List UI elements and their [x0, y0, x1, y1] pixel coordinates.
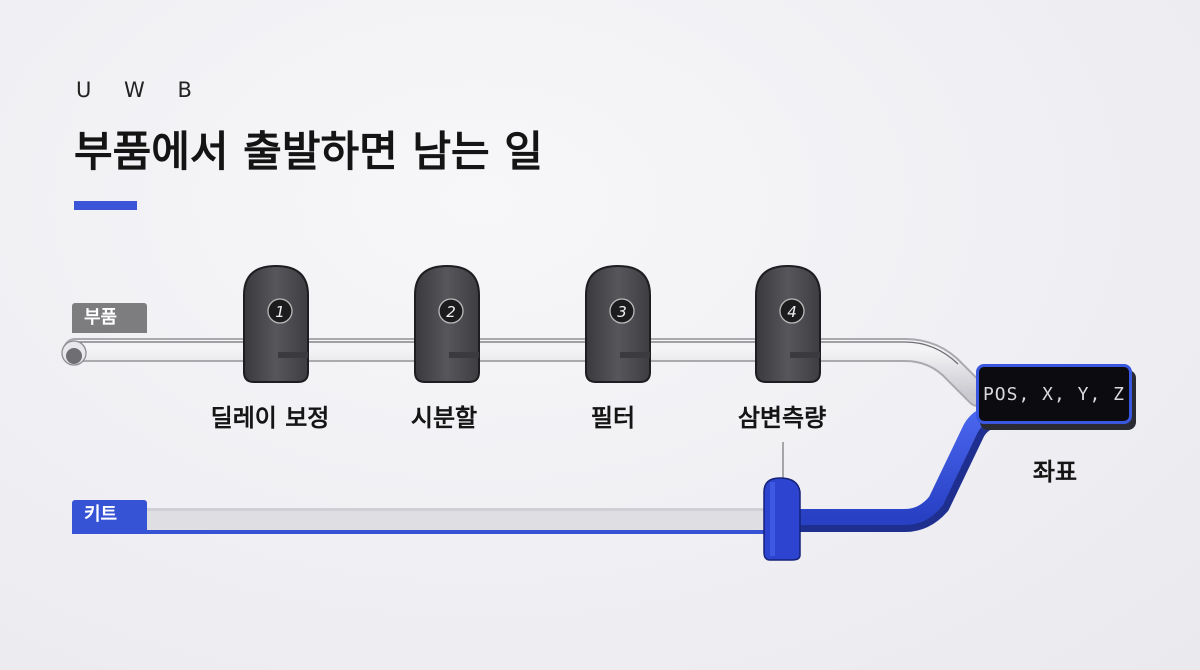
parts-track [61, 338, 990, 407]
step-number: 1 [275, 303, 285, 321]
eyebrow: U W B [76, 78, 205, 102]
kit-track-label: 키트 [72, 500, 147, 530]
parts-track-label: 부품 [72, 303, 147, 333]
gate-4: 4 [755, 264, 821, 383]
title-accent-bar [74, 201, 137, 210]
step-number: 3 [617, 303, 627, 321]
step-label-time-division: 시분할 [410, 404, 478, 432]
gate-1: 1 [243, 264, 309, 383]
output-value: POS, X, Y, Z [982, 383, 1126, 405]
step-number: 4 [787, 303, 797, 321]
page-title: 부품에서 출발하면 남는 일 [74, 127, 543, 176]
step-number: 2 [446, 303, 456, 321]
step-label-delay-calibration: 딜레이 보정 [210, 404, 330, 432]
output-coordinates-box: POS, X, Y, Z [976, 364, 1132, 424]
step-label-trilateration: 삼변측량 [737, 404, 827, 432]
step-label-filter: 필터 [590, 404, 636, 432]
kit-path [763, 406, 999, 561]
gate-2: 2 [414, 264, 480, 383]
kit-track [72, 508, 772, 534]
gate-3: 3 [585, 264, 651, 383]
output-label: 좌표 [1032, 458, 1078, 486]
